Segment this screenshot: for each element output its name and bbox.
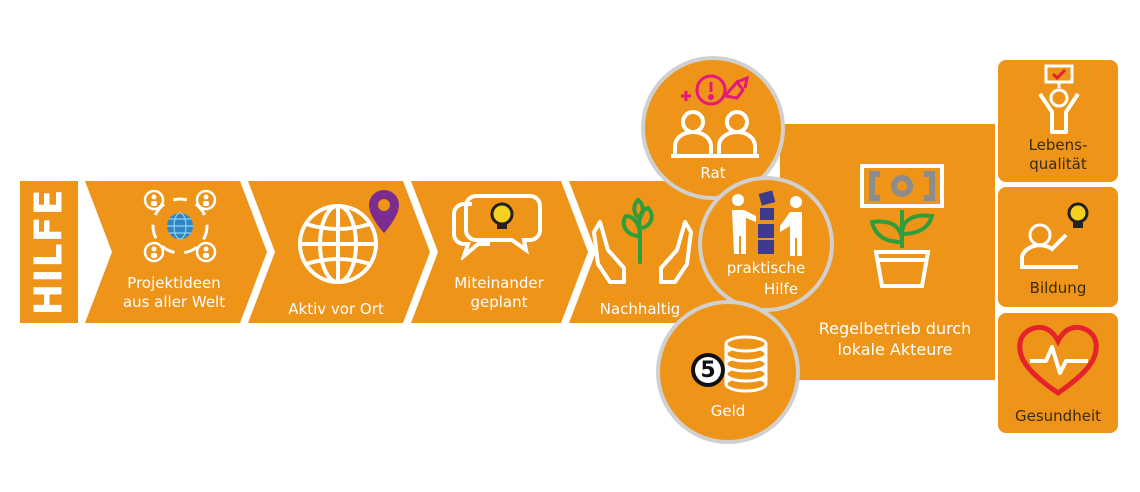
advisors-icon: [671, 74, 759, 158]
support-circle-hilfe-label-line-2: Hilfe: [763, 280, 799, 298]
happy-person-icon: [1038, 64, 1080, 134]
coins-icon: [691, 335, 768, 393]
step-1-label-line-1: Projektideen: [127, 274, 221, 292]
globe-pin-icon: [298, 190, 399, 284]
heart-pulse-icon: [1017, 325, 1099, 397]
outcome-gesundheit-label: Gesundheit: [1015, 407, 1101, 425]
main-block-label-line-1: Regelbetrieb durch: [818, 319, 972, 338]
step-2-label: Aktiv vor Ort: [266, 300, 406, 319]
outcome-box-lebensqualitaet: Lebens- qualität: [998, 60, 1118, 182]
outcome-lebensqualitaet-label: Lebens- qualität: [998, 136, 1118, 174]
step-1-label-line-2: aus aller Welt: [122, 293, 226, 311]
support-circle-geld-label: Geld: [710, 402, 746, 420]
hands-plant-icon: [592, 197, 693, 284]
learning-person-icon: [1020, 202, 1089, 269]
side-label: HILFE: [22, 181, 76, 323]
speech-bubbles-lightbulb-icon: [452, 194, 542, 260]
side-label-text: HILFE: [27, 188, 72, 316]
step-3-label: Miteinander geplant: [424, 274, 574, 312]
outcome-box-gesundheit: Gesundheit: [998, 313, 1118, 433]
support-circle-praktische-hilfe: praktische Hilfe: [698, 176, 834, 312]
main-block-label-line-2: lokale Akteure: [837, 340, 953, 359]
globe-people-icon: [143, 189, 217, 263]
support-circle-hilfe-label-line-1: praktische: [726, 259, 806, 277]
step-1-chevron: [85, 181, 267, 323]
step-2-label-line-1: Aktiv vor Ort: [288, 300, 384, 318]
outcome-lebensqualitaet-line-2: qualität: [1029, 155, 1087, 173]
step-4-label: Nachhaltig: [570, 300, 710, 319]
step-1-label: Projektideen aus aller Welt: [104, 274, 244, 312]
support-circle-rat: Rat: [641, 56, 785, 200]
support-circle-geld: 5 Geld: [656, 300, 800, 444]
people-building-icon: [732, 190, 802, 256]
support-circle-hilfe-label: praktische Hilfe: [702, 258, 830, 300]
step-3-label-line-1: Miteinander: [454, 274, 544, 292]
money-plant-icon: [860, 164, 944, 288]
outcome-lebensqualitaet-line-1: Lebens-: [1028, 136, 1088, 154]
step-3-label-line-2: geplant: [470, 293, 528, 311]
main-block-label: Regelbetrieb durch lokale Akteure: [795, 318, 995, 360]
hilfe-box: [20, 181, 78, 323]
outcome-bildung-label: Bildung: [1029, 279, 1087, 297]
coin-number: 5: [700, 358, 716, 383]
support-circle-rat-label: Rat: [700, 164, 726, 182]
step-4-label-line-1: Nachhaltig: [599, 300, 681, 318]
outcome-box-bildung: Bildung: [998, 187, 1118, 307]
